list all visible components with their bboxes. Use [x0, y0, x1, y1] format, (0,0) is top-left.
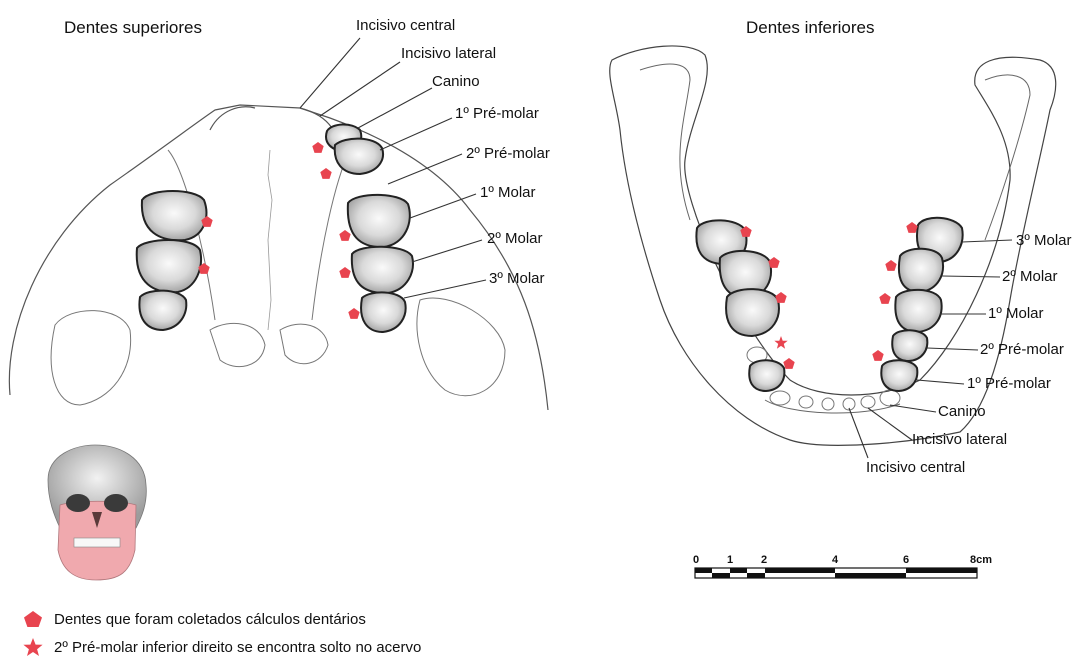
leader-lower-pre-molar-2 — [927, 348, 978, 350]
upper-molar-3-right-tooth — [361, 292, 406, 332]
red-pentagon-icon — [906, 222, 917, 233]
red-pentagon-icon — [768, 257, 779, 268]
skull-right-orbit — [104, 494, 128, 512]
leader-lower-canino — [890, 405, 936, 412]
red-pentagon-icon — [879, 293, 890, 304]
palate-midline — [268, 150, 272, 330]
skull-teeth — [74, 538, 120, 547]
lower-title: Dentes inferiores — [746, 18, 875, 37]
lower-premolar-2-right-tooth — [892, 330, 927, 361]
upper-foramen-right — [417, 298, 505, 396]
lower-premolar-1-left-tooth — [749, 360, 784, 391]
upper-foramen-left — [51, 311, 130, 405]
red-pentagon-icon — [312, 142, 323, 153]
leader-upper-incisivo-central — [300, 38, 360, 108]
lower-label-pre-molar-2: 2º Pré-molar — [980, 341, 1064, 358]
scale-tick-8cm: 8cm — [970, 554, 992, 566]
leader-lower-incisivo-central — [849, 408, 868, 458]
upper-label-incisivo-central: Incisivo central — [356, 17, 455, 34]
lower-label-molar-2: 2º Molar — [1002, 268, 1058, 285]
upper-label-molar-2: 2º Molar — [487, 230, 543, 247]
leader-upper-pre-molar-2 — [388, 154, 462, 184]
red-pentagon-icon — [339, 267, 350, 278]
upper-molar-3-left-tooth — [139, 291, 186, 330]
scale-tick-6: 6 — [903, 554, 909, 566]
lower-label-incisivo-central: Incisivo central — [866, 459, 965, 476]
red-pentagon-icon — [348, 308, 359, 319]
upper-label-molar-3: 3º Molar — [489, 270, 545, 287]
legend-pentagon-text: Dentes que foram coletados cálculos dent… — [54, 611, 366, 628]
legend-star-text: 2º Pré-molar inferior direito se encontr… — [54, 639, 421, 656]
upper-label-pre-molar-1: 1º Pré-molar — [455, 105, 539, 122]
leader-lower-molar-2 — [942, 276, 1000, 277]
upper-incisor-region — [210, 107, 332, 130]
lower-label-canino: Canino — [938, 403, 986, 420]
upper-label-incisivo-lateral: Incisivo lateral — [401, 45, 496, 62]
upper-jaw: Dentes superiores Incisivo central — [9, 17, 549, 410]
lower-molar-1-left-tooth — [726, 289, 779, 336]
skull-left-orbit — [66, 494, 90, 512]
upper-title: Dentes superiores — [64, 18, 202, 37]
red-pentagon-icon — [22, 609, 44, 629]
mandible-inner-outline — [640, 64, 1030, 240]
skull-illustration — [48, 445, 146, 580]
leader-upper-molar-1 — [410, 194, 476, 218]
lower-label-pre-molar-1: 1º Pré-molar — [967, 375, 1051, 392]
scale-tick-2: 2 — [761, 554, 767, 566]
scale-tick-0: 0 — [693, 554, 699, 566]
leader-upper-pre-molar-1 — [380, 118, 452, 150]
red-pentagon-icon — [339, 230, 350, 241]
mandible-incisor-arc — [765, 400, 900, 413]
upper-markers — [198, 142, 359, 319]
upper-label-pre-molar-2: 2º Pré-molar — [466, 145, 550, 162]
leader-lower-pre-molar-1 — [917, 380, 964, 384]
lower-label-molar-1: 1º Molar — [988, 305, 1044, 322]
lower-premolar-1-right-tooth — [881, 360, 917, 391]
upper-molar-1-left-tooth — [142, 191, 207, 240]
upper-molar-2-left-tooth — [137, 240, 201, 292]
red-pentagon-icon — [885, 260, 896, 271]
lower-molar-1-right-tooth — [895, 290, 941, 332]
lower-molar-2-right-tooth — [899, 249, 943, 292]
leader-upper-molar-3 — [404, 280, 486, 298]
red-pentagon-icon — [872, 350, 883, 361]
leader-upper-canino — [358, 88, 432, 128]
upper-molar-1-right-tooth — [348, 195, 410, 247]
legend-star: 2º Pré-molar inferior direito se encontr… — [22, 637, 421, 657]
red-pentagon-icon — [320, 168, 331, 179]
scale-tick-1: 1 — [727, 554, 733, 566]
lower-jaw: Dentes inferiores — [610, 18, 1072, 476]
scale-tick-4: 4 — [832, 554, 839, 566]
leader-lower-molar-3 — [962, 240, 1012, 242]
upper-molar-2-right-tooth — [352, 247, 413, 293]
upper-premolar-1-tooth — [335, 139, 383, 174]
lower-label-incisivo-lateral: Incisivo lateral — [912, 431, 1007, 448]
red-star-icon — [22, 637, 44, 657]
leader-upper-molar-2 — [412, 240, 482, 262]
legend-pentagon: Dentes que foram coletados cálculos dent… — [22, 609, 366, 629]
red-star-icon — [774, 336, 787, 349]
upper-label-canino: Canino — [432, 73, 480, 90]
red-pentagon-icon — [783, 358, 794, 369]
leader-lower-incisivo-lateral — [868, 408, 912, 440]
red-pentagon-icon — [775, 292, 786, 303]
upper-label-molar-1: 1º Molar — [480, 184, 536, 201]
lower-label-molar-3: 3º Molar — [1016, 232, 1072, 249]
scale-bar: 0 1 2 4 6 8cm — [693, 554, 992, 578]
upper-pterygoid — [210, 323, 328, 366]
